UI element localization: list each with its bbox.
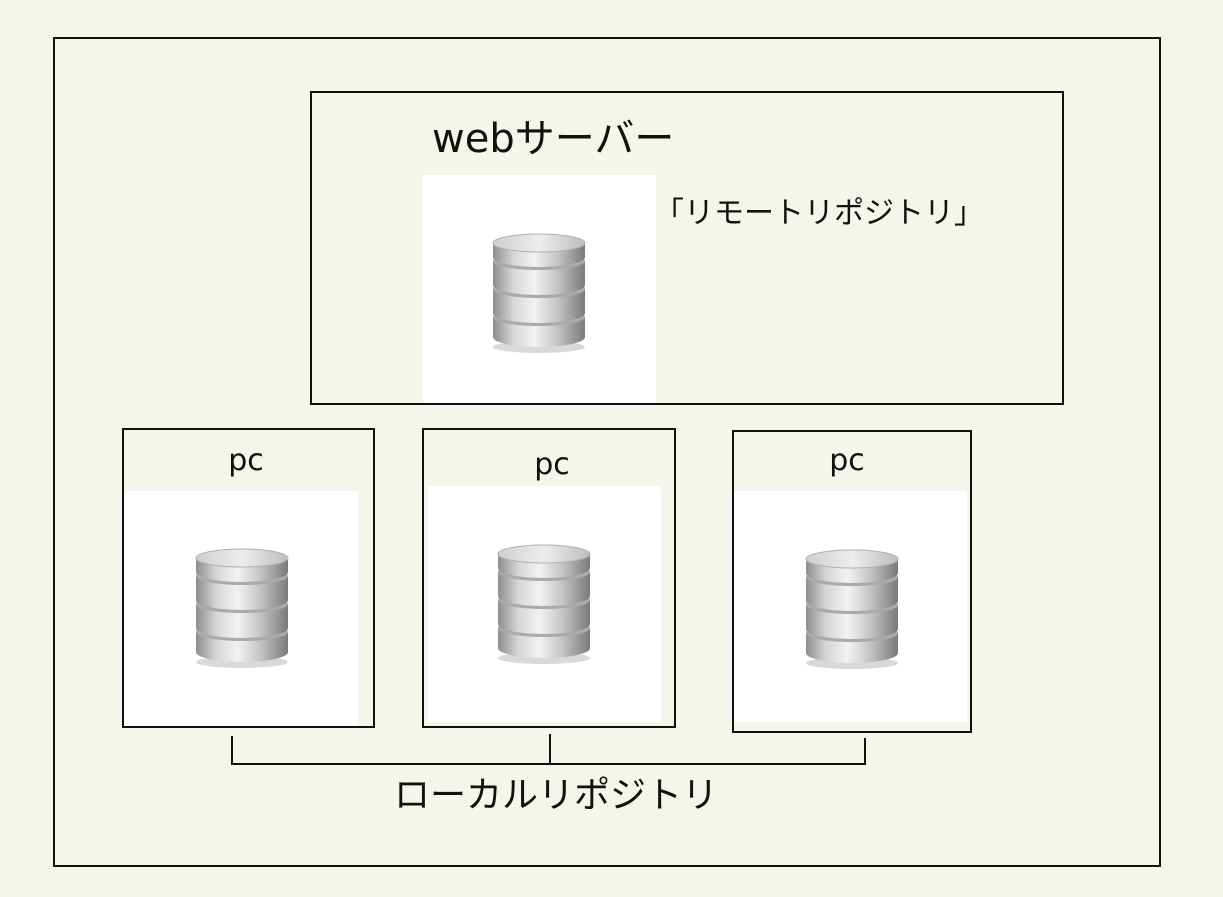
pc-box-1: [122, 428, 375, 728]
remote-repository-image: [423, 175, 656, 403]
pc-label-3: pc: [829, 443, 865, 478]
diagram-frame: [53, 37, 1161, 867]
web-server-title: webサーバー: [432, 116, 675, 162]
local-repository-label: ローカルリポジトリ: [394, 775, 719, 816]
pc-label-1: pc: [228, 443, 264, 478]
local-repository-image-3: [734, 491, 967, 722]
pc-box-3: [732, 430, 972, 733]
web-server-box: [310, 91, 1064, 405]
pc-box-2: [422, 428, 676, 728]
local-repository-image-1: [124, 491, 358, 726]
pc-label-2: pc: [534, 447, 570, 482]
local-repository-image-2: [428, 486, 661, 722]
remote-repository-label: 「リモートリポジトリ」: [654, 196, 984, 231]
